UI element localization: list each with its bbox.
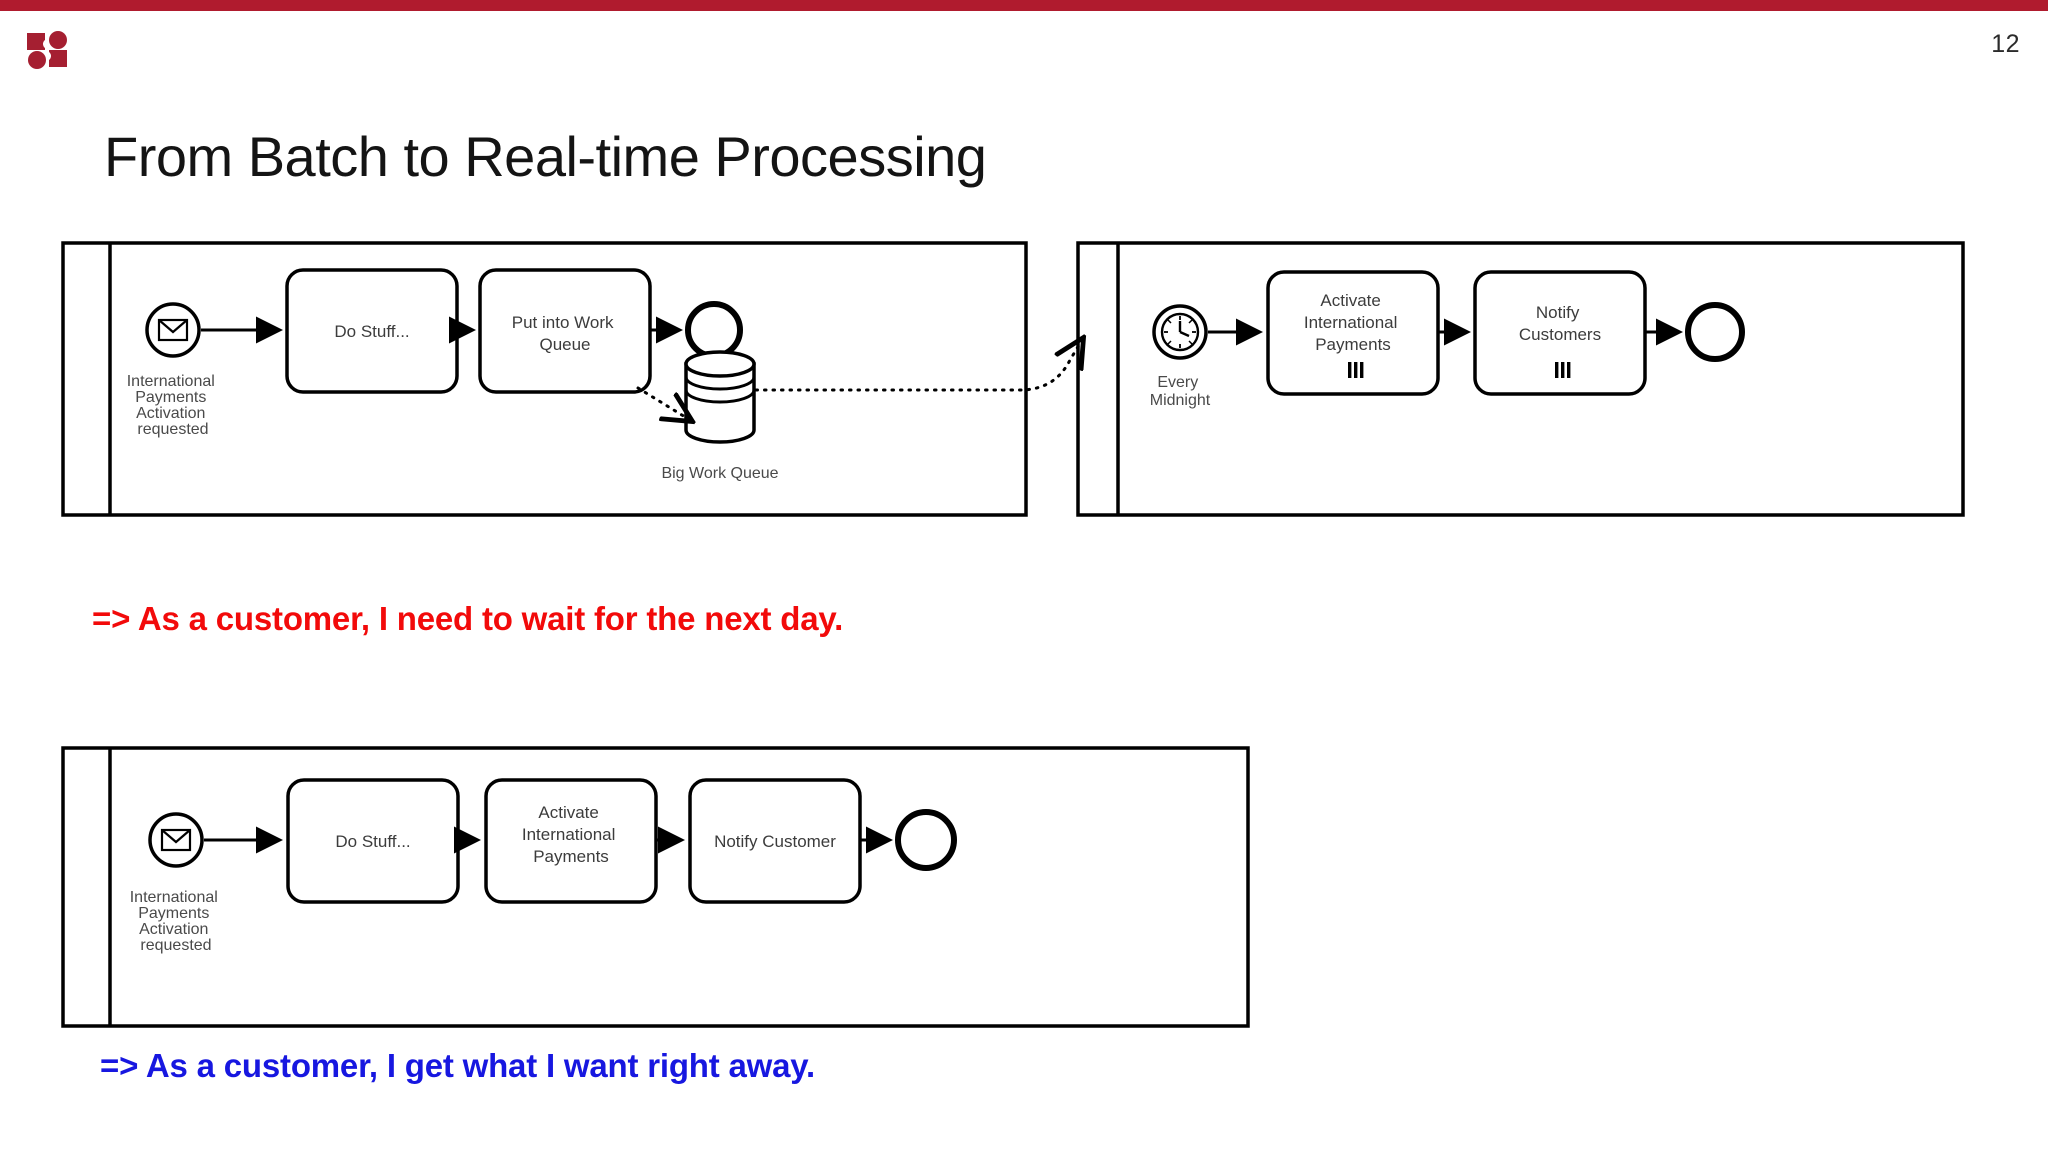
multi-instance-parallel-marker-icon <box>1348 362 1364 378</box>
realtime-process-diagram: International Payments Activation reques… <box>61 746 1250 1028</box>
task-label: Do Stuff... <box>334 322 409 341</box>
message-flow-queue-to-batch <box>754 340 1082 392</box>
pool-realtime: International Payments Activation reques… <box>61 746 1250 1028</box>
task-label: Notify Customer <box>714 832 836 851</box>
task-label: Put into Work Queue <box>512 313 618 354</box>
conclusion-batch-text: => As a customer, I need to wait for the… <box>92 600 844 637</box>
start-event-message-activation-requested <box>148 812 204 868</box>
start-event-label: Every Midnight <box>1150 374 1211 409</box>
batch-process-diagram: International Payments Activation reques… <box>61 241 1965 517</box>
timer-clock-icon <box>1160 312 1200 352</box>
conclusion-realtime-text: => As a customer, I get what I want righ… <box>100 1047 815 1084</box>
task-label: Notify Customers <box>1519 303 1601 344</box>
task-activate-international-payments: Activate International Payments <box>1266 270 1440 396</box>
start-event-label <box>171 317 175 334</box>
logo-svg <box>27 31 67 69</box>
pool-batch-customer-facing: International Payments Activation reques… <box>61 241 1028 517</box>
start-event-message-activation-requested <box>145 302 201 358</box>
end-event <box>895 809 957 871</box>
start-event-timer-every-midnight: Every Midnight <box>1150 304 1211 409</box>
data-store-big-work-queue: Big Work Queue <box>661 350 779 482</box>
top-accent-bar <box>0 0 2048 11</box>
task-put-into-work-queue: Put into Work Queue <box>478 268 652 394</box>
page-number: 12 <box>1991 30 2020 58</box>
message-envelope-icon <box>160 828 192 852</box>
end-event <box>685 301 743 359</box>
task-notify-customer: Notify Customer <box>688 778 862 904</box>
page-title: From Batch to Real-time Processing <box>104 125 987 188</box>
task-do-stuff: Do Stuff... <box>286 778 460 904</box>
task-label: Do Stuff... <box>335 832 410 851</box>
pool-batch-nightly-job: Every Midnight Activate International Pa… <box>1076 241 1965 517</box>
multi-instance-parallel-marker-icon <box>1555 362 1571 378</box>
task-label: Activate International Payments <box>522 803 620 866</box>
data-store-label: Big Work Queue <box>661 465 778 482</box>
data-association-flow <box>636 386 690 420</box>
task-do-stuff: Do Stuff... <box>285 268 459 394</box>
camunda-logo <box>25 30 71 70</box>
database-cylinder-icon <box>684 350 756 444</box>
task-notify-customers: Notify Customers <box>1473 270 1647 396</box>
task-activate-international-payments: Activate International Payments <box>484 778 658 904</box>
start-event-label-lines: International Payments Activation reques… <box>130 889 223 954</box>
end-event <box>1685 302 1745 362</box>
task-label: Activate International Payments <box>1304 291 1402 354</box>
message-envelope-icon <box>157 318 189 342</box>
start-event-label-lines: International Payments Activation reques… <box>127 373 220 438</box>
